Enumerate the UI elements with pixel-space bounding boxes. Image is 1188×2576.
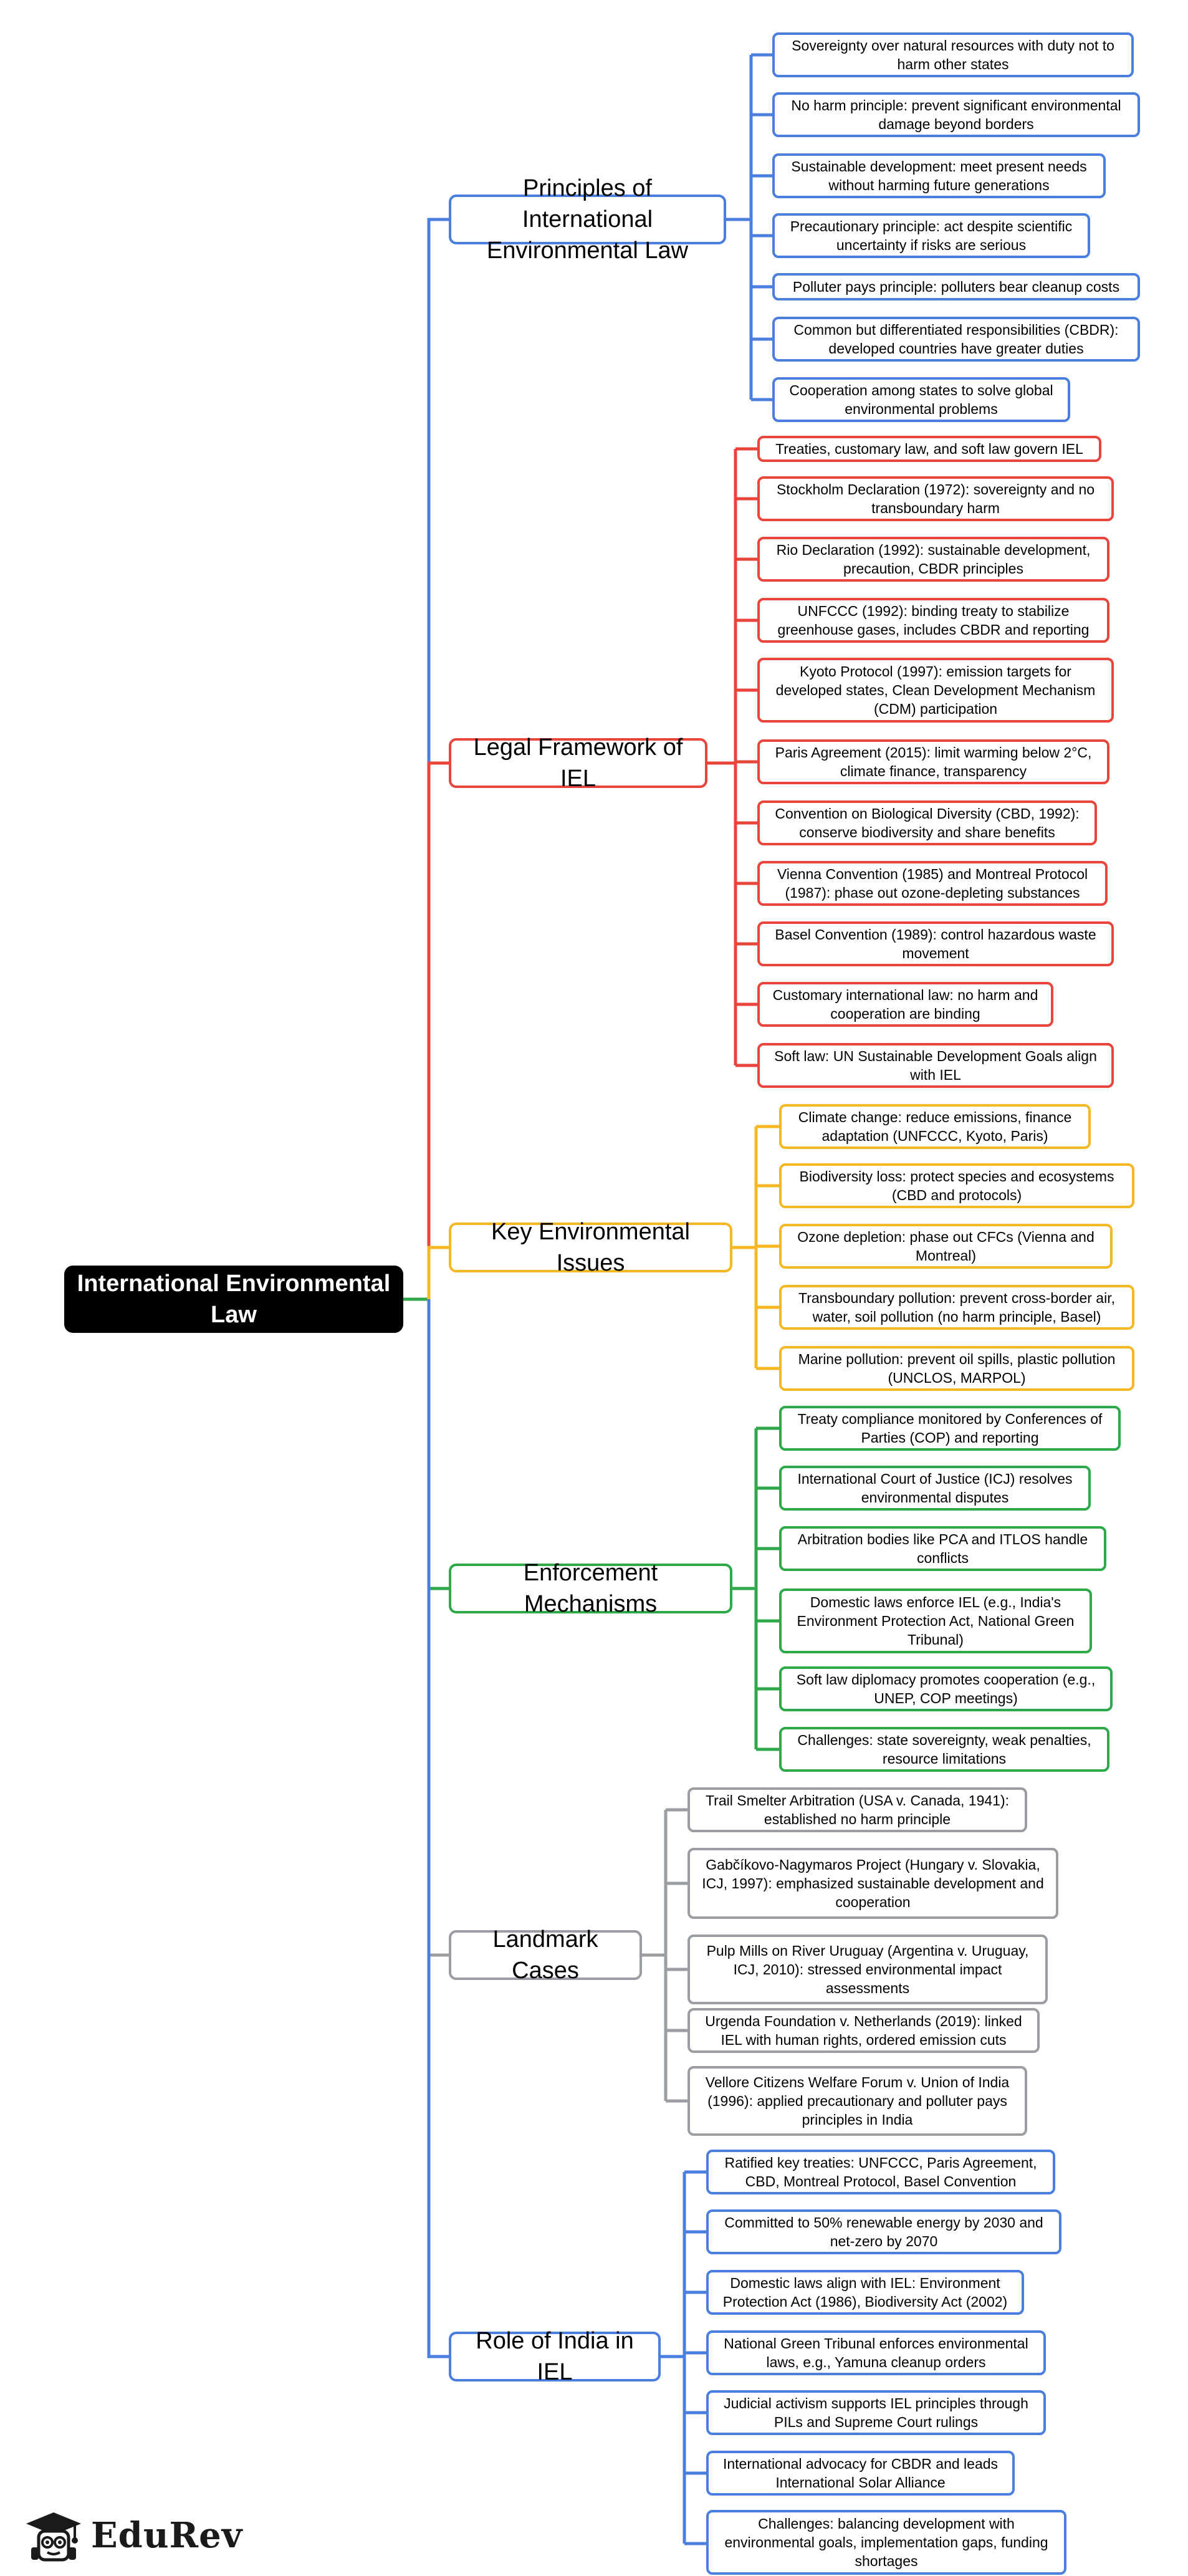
branch-principles: Principles of International Environmenta… [449,175,726,264]
leaf-judicial-activism: Judicial activism supports IEL principle… [706,2390,1046,2435]
leaf-domestic-align: Domestic laws align with IEL: Environmen… [706,2270,1024,2315]
leaf-challenges-india: Challenges: balancing development with e… [706,2510,1066,2575]
leaf-ozone-depletion: Ozone depletion: phase out CFCs (Vienna … [779,1224,1113,1269]
leaf-paris: Paris Agreement (2015): limit warming be… [757,739,1109,784]
leaf-soft-law: Soft law: UN Sustainable Development Goa… [757,1043,1114,1088]
leaf-challenges-enforcement: Challenges: state sovereignty, weak pena… [779,1727,1109,1772]
leaf-gabcikovo: Gabčíkovo-Nagymaros Project (Hungary v. … [687,1848,1058,1919]
leaf-marine-pollution: Marine pollution: prevent oil spills, pl… [779,1346,1134,1391]
root-node: International Environmental Law [64,1266,403,1333]
leaf-arbitration: Arbitration bodies like PCA and ITLOS ha… [779,1526,1106,1571]
leaf-ngt: National Green Tribunal enforces environ… [706,2330,1046,2375]
leaf-vienna-montreal: Vienna Convention (1985) and Montreal Pr… [757,861,1108,906]
leaf-icj: International Court of Justice (ICJ) res… [779,1466,1091,1511]
edurev-logo: EduRev [22,2506,242,2569]
leaf-stockholm: Stockholm Declaration (1972): sovereignt… [757,476,1114,521]
leaf-sovereignty: Sovereignty over natural resources with … [772,32,1134,77]
leaf-kyoto: Kyoto Protocol (1997): emission targets … [757,658,1114,723]
leaf-domestic-laws: Domestic laws enforce IEL (e.g., India's… [779,1588,1092,1653]
leaf-customary: Customary international law: no harm and… [757,982,1053,1027]
branch-landmark-cases: Landmark Cases [449,1926,642,1984]
leaf-urgenda: Urgenda Foundation v. Netherlands (2019)… [687,2008,1040,2053]
leaf-ratified-treaties: Ratified key treaties: UNFCCC, Paris Agr… [706,2150,1055,2194]
leaf-cbdr: Common but differentiated responsibiliti… [772,317,1140,362]
brand-name: EduRev [91,2515,243,2556]
leaf-trail-smelter: Trail Smelter Arbitration (USA v. Canada… [687,1787,1027,1832]
leaf-polluter-pays: Polluter pays principle: polluters bear … [772,273,1140,300]
leaf-rio: Rio Declaration (1992): sustainable deve… [757,537,1109,582]
leaf-renewable-commitment: Committed to 50% renewable energy by 203… [706,2209,1061,2254]
leaf-cooperation: Cooperation among states to solve global… [772,377,1070,422]
graduate-mascot-icon [26,2512,81,2562]
branch-role-of-india: Role of India in IEL [449,2328,661,2385]
leaf-sustainable-development: Sustainable development: meet present ne… [772,153,1106,198]
leaf-treaties: Treaties, customary law, and soft law go… [757,436,1101,462]
leaf-international-advocacy: International advocacy for CBDR and lead… [706,2451,1015,2496]
leaf-soft-law-diplomacy: Soft law diplomacy promotes cooperation … [779,1666,1113,1711]
leaf-treaty-compliance: Treaty compliance monitored by Conferenc… [779,1406,1121,1451]
leaf-climate-change: Climate change: reduce emissions, financ… [779,1104,1091,1149]
leaf-vellore: Vellore Citizens Welfare Forum v. Union … [687,2066,1027,2136]
branch-key-issues: Key Environmental Issues [449,1219,732,1276]
leaf-pulp-mills: Pulp Mills on River Uruguay (Argentina v… [687,1934,1048,2004]
leaf-transboundary-pollution: Transboundary pollution: prevent cross-b… [779,1285,1134,1330]
leaf-basel: Basel Convention (1989): control hazardo… [757,921,1114,966]
leaf-unfccc: UNFCCC (1992): binding treaty to stabili… [757,598,1109,643]
leaf-cbd: Convention on Biological Diversity (CBD,… [757,800,1097,845]
leaf-precautionary: Precautionary principle: act despite sci… [772,213,1090,258]
branch-legal-framework: Legal Framework of IEL [449,734,707,792]
leaf-no-harm: No harm principle: prevent significant e… [772,92,1140,137]
branch-enforcement: Enforcement Mechanisms [449,1560,732,1617]
leaf-biodiversity-loss: Biodiversity loss: protect species and e… [779,1163,1134,1208]
